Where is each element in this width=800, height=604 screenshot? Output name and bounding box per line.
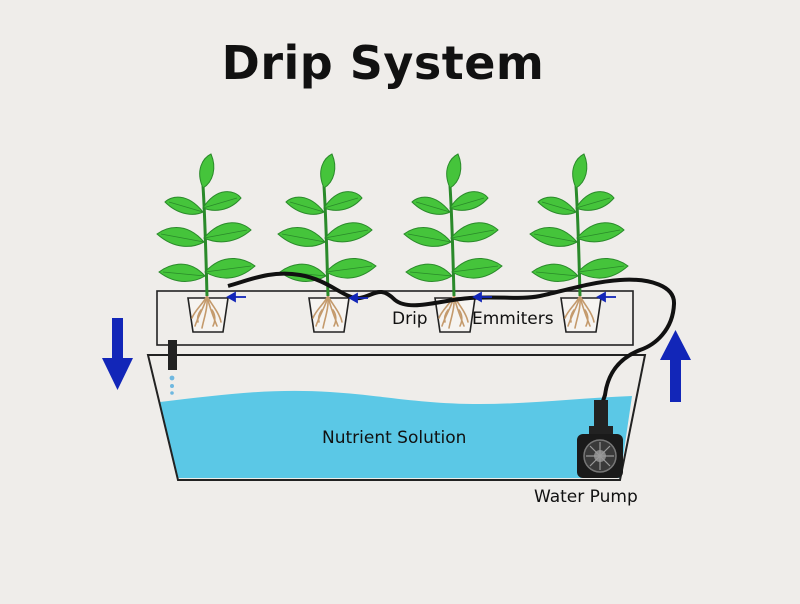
down-arrow-icon	[102, 318, 133, 390]
nutrient-solution-water	[160, 390, 632, 478]
emitters-label: Emmiters	[472, 309, 554, 329]
water-pump-label: Water Pump	[534, 487, 638, 507]
plant-icon	[528, 152, 630, 330]
drip-label: Drip	[392, 309, 428, 329]
grow-tray	[156, 290, 634, 346]
nutrient-solution-label: Nutrient Solution	[322, 428, 467, 448]
drip-emitter-arrow-icon	[226, 291, 616, 304]
drip-tube	[227, 271, 676, 405]
water-pump-icon	[577, 400, 623, 478]
water-droplets	[169, 375, 175, 395]
up-arrow-icon	[660, 330, 691, 402]
reservoir-tank	[146, 354, 647, 481]
drain-tube	[168, 340, 177, 370]
diagram-title: Drip System	[221, 36, 545, 90]
plant-icon	[276, 152, 378, 330]
plant-icon	[155, 152, 257, 330]
